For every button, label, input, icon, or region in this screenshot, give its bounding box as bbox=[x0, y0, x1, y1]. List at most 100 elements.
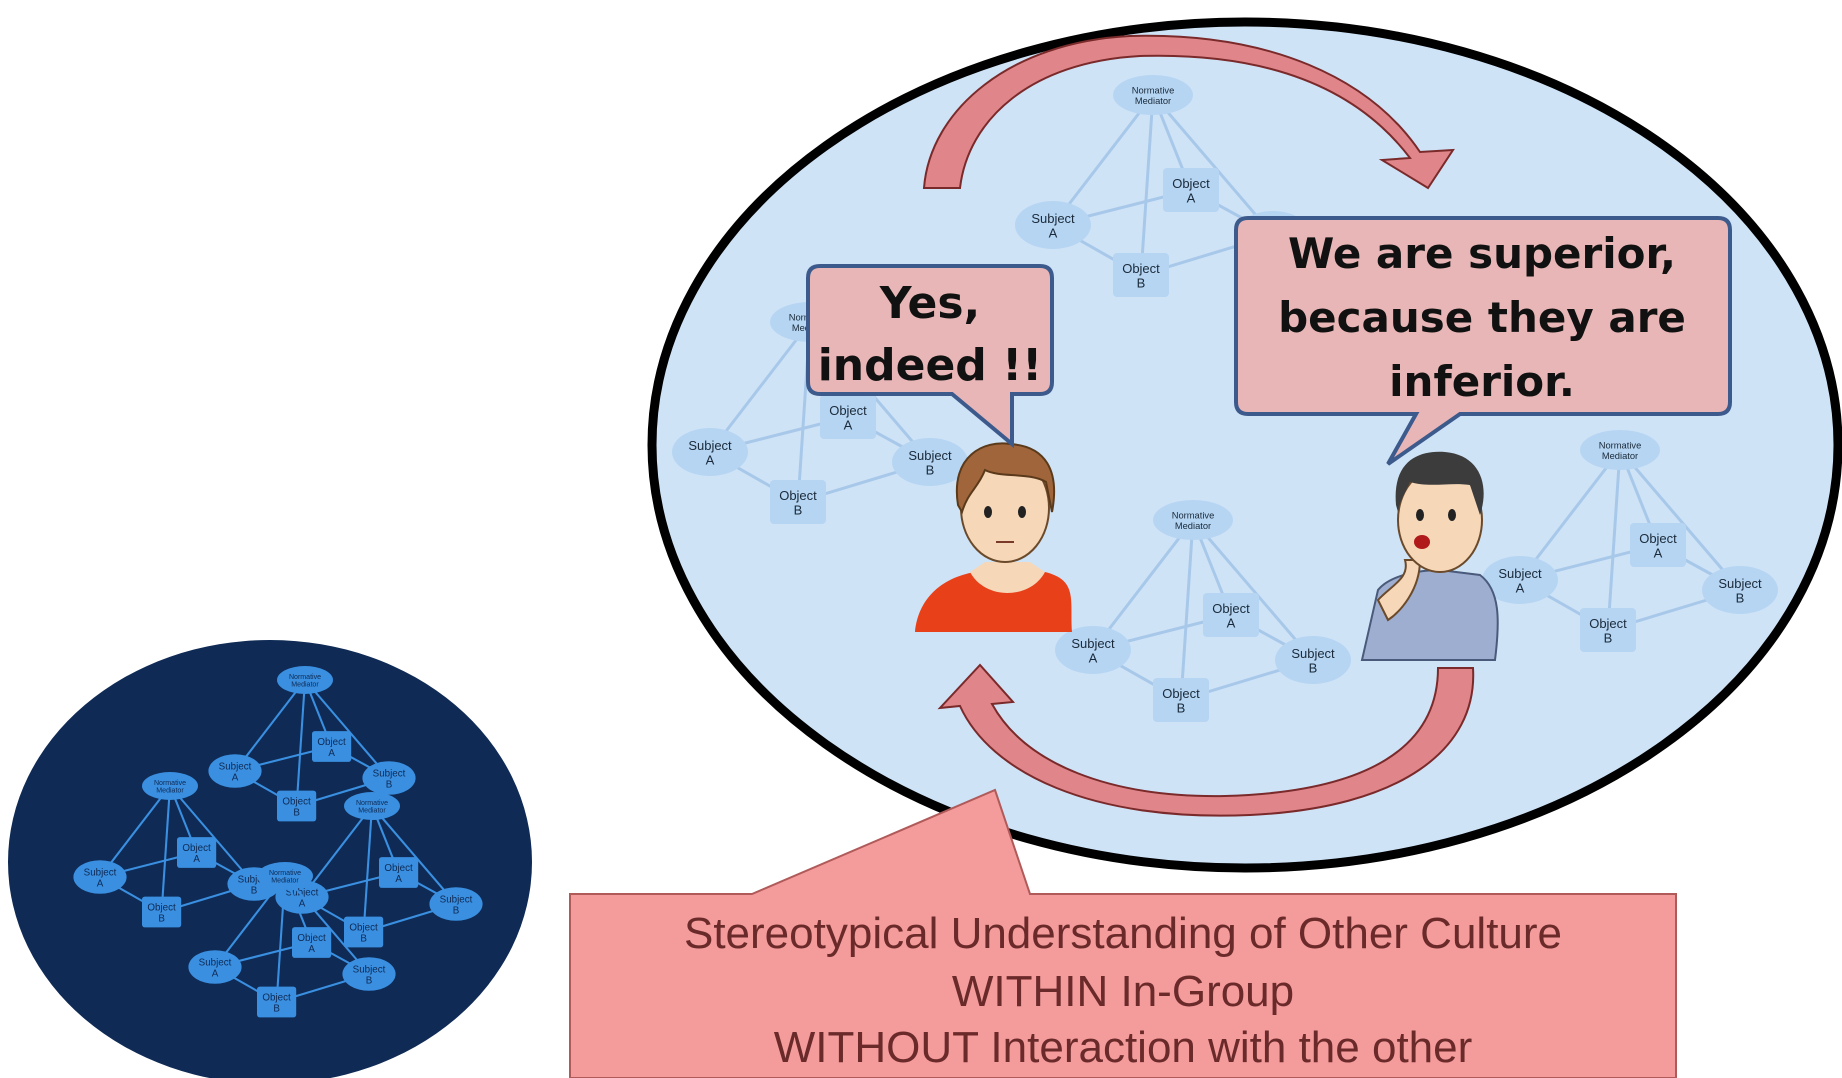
node-label: Object bbox=[1162, 686, 1200, 701]
network: NormativeMediatorObjectASubjectAObjectBS… bbox=[1055, 500, 1351, 722]
network-link bbox=[1151, 94, 1275, 236]
network-link bbox=[1091, 519, 1195, 651]
bottom-curved-arrow bbox=[937, 663, 1475, 817]
left-bubble-line-1: Yes, bbox=[879, 278, 981, 329]
network-link bbox=[362, 805, 374, 933]
node-label: A bbox=[232, 772, 239, 783]
node-label: B bbox=[386, 779, 393, 790]
caption-line-1: Stereotypical Understanding of Other Cul… bbox=[684, 909, 1562, 958]
node-label: B bbox=[926, 462, 935, 477]
network-link bbox=[1051, 94, 1155, 226]
node-label: A bbox=[706, 452, 715, 467]
caption-line-2: WITHIN In-Group bbox=[952, 967, 1294, 1016]
right-speech-bubble: We are superior, because they are inferi… bbox=[1234, 216, 1732, 466]
man-speaking-icon bbox=[1360, 451, 1499, 661]
node-label: B bbox=[1309, 660, 1318, 675]
node-label: A bbox=[193, 854, 200, 865]
network-link bbox=[1618, 449, 1742, 591]
right-bubble-line-2: because they are bbox=[1278, 293, 1686, 342]
node-label: Object bbox=[829, 403, 867, 418]
node-label: Object bbox=[1639, 531, 1677, 546]
node-label: B bbox=[366, 975, 373, 986]
boy-listening-icon bbox=[915, 442, 1072, 632]
node-label: A bbox=[395, 874, 402, 885]
node-label: Subject bbox=[1718, 576, 1762, 591]
node-label: A bbox=[212, 968, 219, 979]
node-label: B bbox=[273, 1003, 280, 1014]
node-label: A bbox=[1654, 545, 1663, 560]
node-label: Subject bbox=[1291, 646, 1335, 661]
node-label: Object bbox=[262, 993, 291, 1004]
network-link bbox=[160, 785, 172, 913]
node-label: Normative bbox=[356, 800, 388, 807]
network-link bbox=[1606, 449, 1622, 631]
caption-callout: Stereotypical Understanding of Other Cul… bbox=[569, 788, 1677, 1078]
network-link bbox=[304, 679, 390, 779]
network-link bbox=[275, 875, 287, 1003]
node-label: B bbox=[293, 807, 300, 818]
node-label: Object bbox=[779, 488, 817, 503]
top-curved-arrow bbox=[922, 34, 1455, 190]
node-label: Normative bbox=[154, 780, 186, 787]
in-group-circle-group: NormativeMediatorObjectASubjectAObjectBS… bbox=[647, 17, 1842, 873]
node-label: Object bbox=[1212, 601, 1250, 616]
node-label: Object bbox=[282, 797, 311, 808]
node-label: Subject bbox=[908, 448, 952, 463]
node-label: A bbox=[1227, 615, 1236, 630]
node-label: Mediator bbox=[358, 808, 386, 815]
node-label: Mediator bbox=[1135, 96, 1171, 106]
network-link bbox=[99, 785, 171, 878]
network-link bbox=[708, 321, 812, 453]
node-label: Subject bbox=[1498, 566, 1542, 581]
network-link bbox=[169, 785, 255, 885]
node-label: Subject bbox=[1071, 636, 1115, 651]
node-label: B bbox=[251, 885, 258, 896]
node-label: Object bbox=[349, 923, 378, 934]
node-label: B bbox=[158, 913, 165, 924]
outside-network-circle bbox=[8, 640, 532, 1078]
network-link bbox=[1191, 519, 1315, 661]
node-label: Object bbox=[1122, 261, 1160, 276]
node-label: B bbox=[453, 905, 460, 916]
network-link bbox=[214, 875, 286, 968]
node-label: Object bbox=[384, 863, 413, 874]
network-link bbox=[234, 679, 306, 772]
node-label: Object bbox=[147, 903, 176, 914]
network-link bbox=[371, 805, 457, 905]
node-label: B bbox=[1137, 275, 1146, 290]
node-label: Mediator bbox=[271, 878, 299, 885]
node-label: Mediator bbox=[156, 788, 184, 795]
node-label: A bbox=[1187, 190, 1196, 205]
node-label: Subject bbox=[238, 875, 271, 886]
node-label: Normative bbox=[1132, 86, 1175, 96]
node-label: Normative bbox=[1599, 441, 1642, 451]
node-label: B bbox=[1604, 630, 1613, 645]
node-label: A bbox=[299, 898, 306, 909]
node-label: Subject bbox=[286, 888, 319, 899]
node-label: Object bbox=[182, 843, 211, 854]
